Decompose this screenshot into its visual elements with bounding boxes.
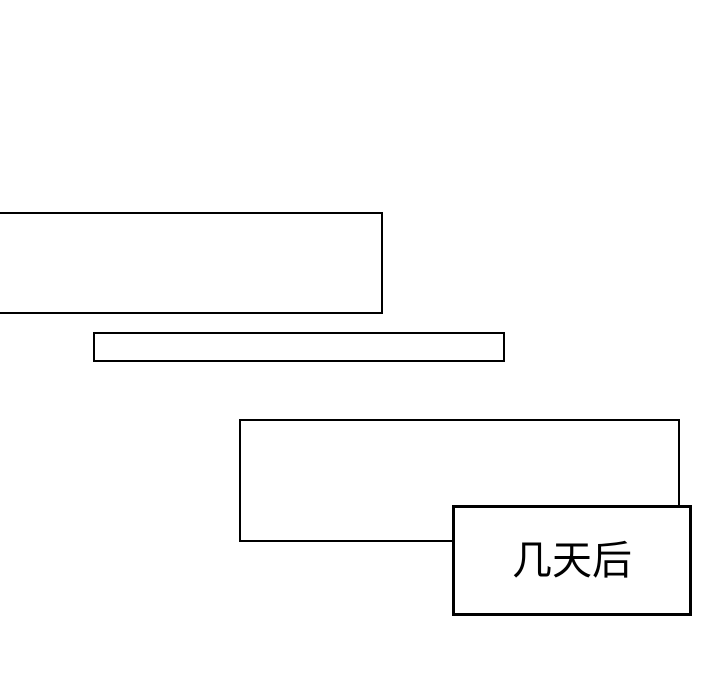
caption-text: 几天后 [512, 537, 632, 584]
panel-box-top-left [0, 212, 383, 314]
caption-box: 几天后 [452, 505, 692, 616]
panel-box-strip [93, 332, 505, 362]
